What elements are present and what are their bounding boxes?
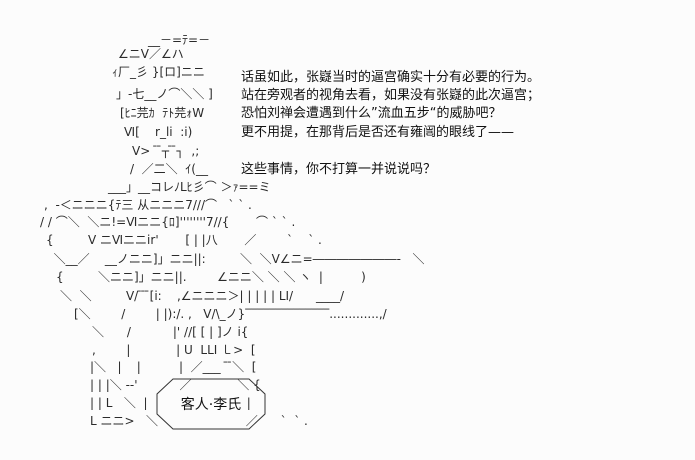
art-line: ＼__／ __ノニニ]」ニニ||: ＼ ＼V∠ニ=―――――――- ＼ (46, 252, 425, 266)
art-line: { ＼ニニ]」ニニ||. ∠ニニ＼ ＼ ＼ ヽ | ) (56, 270, 366, 284)
art-line: L ニニ> ＼ ／ ` ` . (90, 414, 308, 428)
art-line: , | | U LLI ㇄> [ (92, 343, 256, 357)
art-line: __－=ﾃ=－ (148, 33, 211, 47)
art-line: , -＜ニニニ{ﾃ三 从ニニニ7///⌒ ` ` . (44, 198, 252, 212)
art-line: ｨ厂_彡 }[ロ]ニニ (112, 65, 205, 79)
art-line: ＼ ＼ V/ ̄ ̄ ̄[i: ,∠ニニニ＞| | | | | LI/ ____… (60, 289, 345, 303)
dialogue-line: 站在旁观者的视角去看，如果没有张嶷的此次逼宫； (241, 88, 541, 103)
art-line: | | |＼ --' ／ ＼ { (90, 378, 261, 392)
art-line: | | L ＼ | | (90, 396, 251, 410)
character-nameplate: 客人·李氏 (155, 378, 266, 430)
dialogue-line: 话虽如此，张嶷当时的逼宫确实十分有必要的行为。 (241, 70, 541, 85)
art-line: / ／二＼ ｲ(__ (130, 162, 208, 176)
art-line: ___」__コレﾉLﾋ彡⌒ ＞ｧ==ミ (108, 180, 271, 194)
art-line: ∠ニV／∠ハ (118, 47, 184, 61)
art-line: ＼ / |' //[ [ | ]ノ i{ (92, 325, 249, 339)
art-line: |＼ | | | ／___ ̄ ̄＼ [ (90, 360, 257, 374)
nameplate-label: 客人·李氏 (180, 397, 242, 413)
dialogue-line: 这些事情，你不打算一并说说吗？ (241, 162, 437, 177)
art-line: V> ̄ ̄┬ ̄ ̄┐ ,; (132, 144, 200, 158)
art-line: [＼ / | |):/. , V/\_ノ}‾‾‾‾‾‾‾‾‾‾‾‾‾‾.....… (74, 307, 387, 321)
art-line: [ﾋﾆ芫ｶ ﾃﾄ芫ｫW (120, 106, 205, 120)
art-line: Ⅵ[ r_li :i) (124, 125, 193, 139)
octagon-frame-icon (156, 378, 266, 430)
art-line: { V ニⅥニニir' [ | |八 ／ ` ` . (46, 233, 322, 247)
art-line: / / ⌒＼ ＼ニ!=Ⅵニニ{ﾛ]''''''''7//{ ⌒ ` ` . (40, 215, 296, 229)
dialogue-line: 更不用提，在那背后是否还有雍闿的眼线了—— (241, 125, 515, 140)
dialogue-line: 恐怕刘禅会遭遇到什么”流血五步“的威胁吧？ (241, 106, 502, 121)
art-line: 」-七__ノ⌒＼＼ ] (116, 87, 213, 101)
